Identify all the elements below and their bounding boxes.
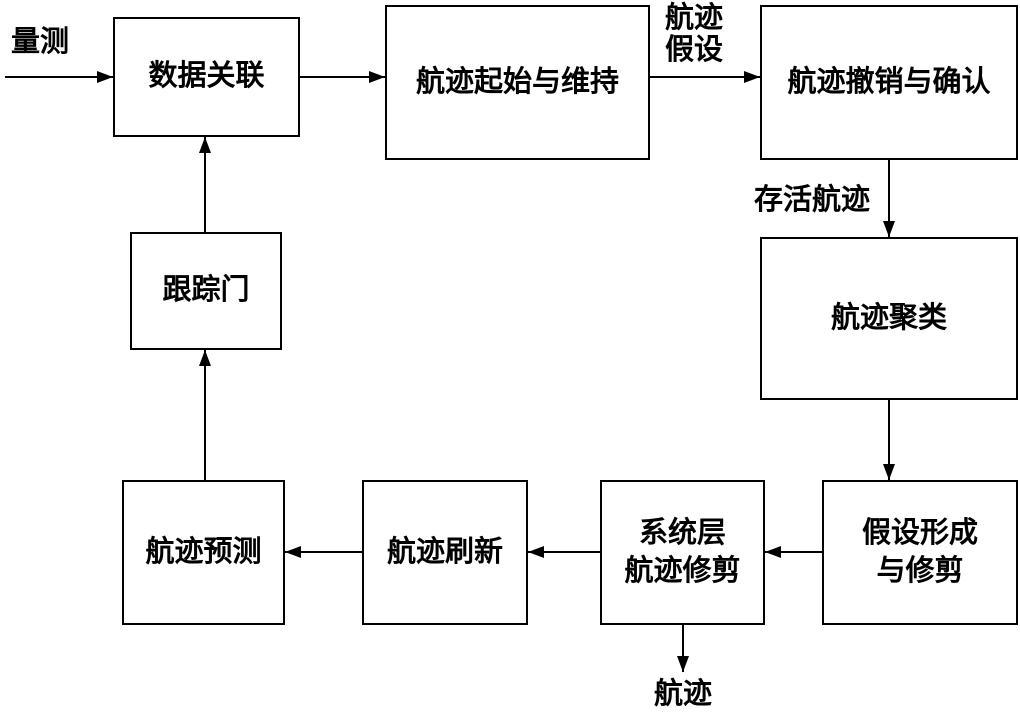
node-track-clustering: 航迹聚类 [760,237,1018,400]
node-data-association: 数据关联 [113,17,300,137]
node-system-track-prune: 系统层 航迹修剪 [600,480,765,625]
label-output-track: 航迹 [653,678,712,710]
node-hypothesis-form-prune: 假设形成 与修剪 [822,480,1018,625]
label-surviving-tracks: 存活航迹 [753,184,870,216]
node-tracking-gate: 跟踪门 [130,232,282,350]
node-track-init-maintain: 航迹起始与维持 [385,5,650,160]
label-track-hypothesis: 航迹 假设 [664,2,723,67]
node-track-refresh: 航迹刷新 [362,480,528,625]
label-input-measurement: 量测 [10,26,69,58]
node-track-prediction: 航迹预测 [122,480,285,625]
node-track-cancel-confirm: 航迹撤销与确认 [760,5,1018,160]
